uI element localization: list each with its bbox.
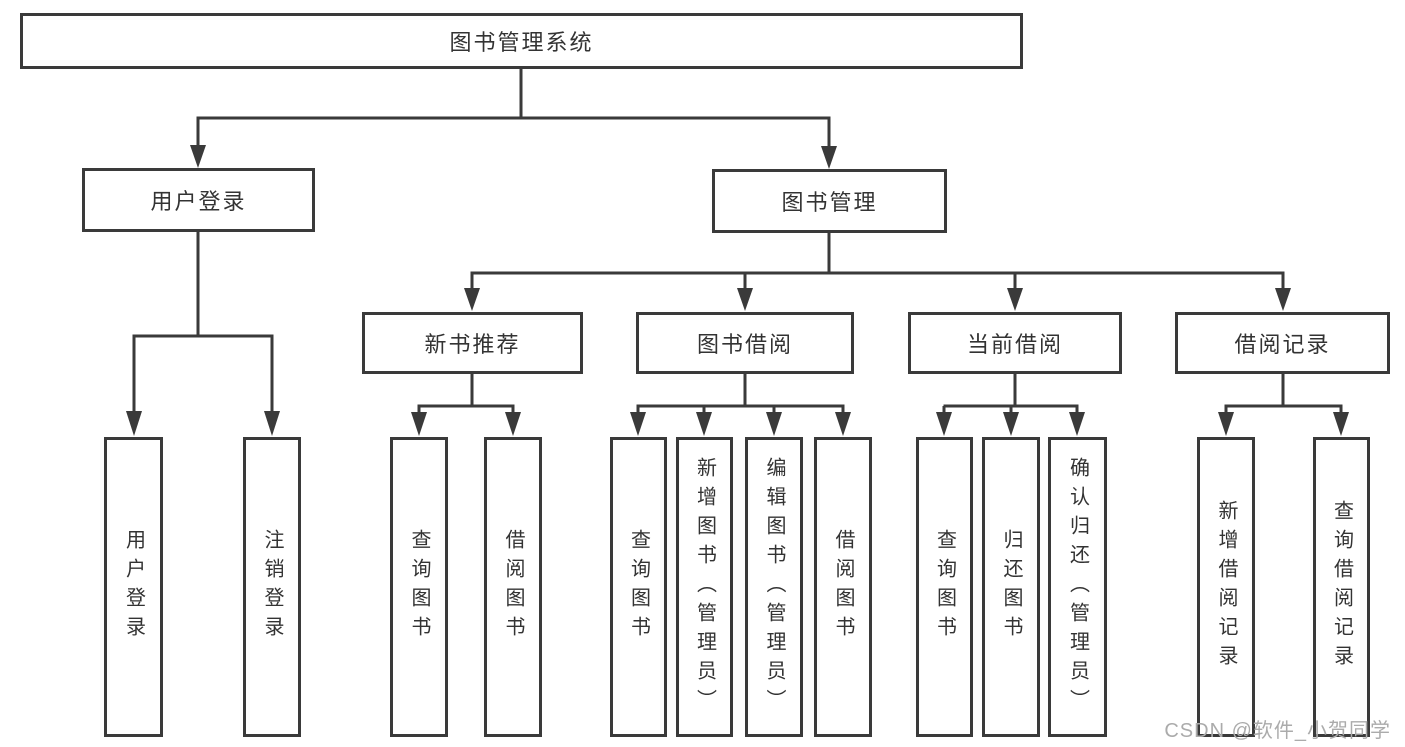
leaf-query-books-borrowing: 查询图书 xyxy=(610,437,667,737)
node-label: 查询图书 xyxy=(408,529,430,645)
node-label: 编辑图书（管理员） xyxy=(763,456,785,718)
leaf-logout: 注销登录 xyxy=(243,437,301,737)
node-label: 查询图书 xyxy=(627,529,650,645)
node-label: 查询借阅记录 xyxy=(1330,500,1353,674)
leaf-query-books-recommend: 查询图书 xyxy=(390,437,448,737)
node-label: 借阅图书 xyxy=(502,529,524,645)
node-label: 新增借阅记录 xyxy=(1215,500,1237,674)
leaf-query-borrow-record: 查询借阅记录 xyxy=(1313,437,1370,737)
node-label: 确认归还（管理员） xyxy=(1066,456,1089,718)
node-label: 用户登录 xyxy=(150,189,247,214)
node-library-system-root: 图书管理系统 xyxy=(20,13,1023,69)
node-label: 借阅记录 xyxy=(1234,332,1331,357)
leaf-user-login: 用户登录 xyxy=(104,437,163,737)
leaf-add-borrow-record: 新增借阅记录 xyxy=(1197,437,1255,737)
node-current-borrowing: 当前借阅 xyxy=(908,312,1122,374)
node-label: 图书管理系统 xyxy=(449,30,594,55)
node-borrow-records: 借阅记录 xyxy=(1175,312,1390,374)
node-label: 借阅图书 xyxy=(832,529,854,645)
leaf-borrow-books: 借阅图书 xyxy=(814,437,872,737)
node-label: 注销登录 xyxy=(261,529,283,645)
node-user-login-group: 用户登录 xyxy=(82,168,315,232)
leaf-add-books-admin: 新增图书（管理员） xyxy=(676,437,733,737)
node-book-borrowing: 图书借阅 xyxy=(636,312,854,374)
node-book-management-group: 图书管理 xyxy=(712,169,947,233)
node-label: 用户登录 xyxy=(122,529,145,645)
leaf-return-books: 归还图书 xyxy=(982,437,1040,737)
node-label: 当前借阅 xyxy=(966,332,1063,357)
node-label: 图书管理 xyxy=(781,190,878,215)
node-label: 归还图书 xyxy=(1000,529,1022,645)
node-label: 新书推荐 xyxy=(424,332,521,357)
leaf-query-books-current: 查询图书 xyxy=(916,437,973,737)
node-label: 图书借阅 xyxy=(696,332,793,357)
node-label: 新增图书（管理员） xyxy=(693,456,716,718)
leaf-edit-books-admin: 编辑图书（管理员） xyxy=(745,437,803,737)
csdn-watermark: CSDN @软件_小贺同学 xyxy=(1164,720,1391,742)
leaf-confirm-return-admin: 确认归还（管理员） xyxy=(1048,437,1107,737)
node-label: 查询图书 xyxy=(933,529,956,645)
node-new-book-recommend: 新书推荐 xyxy=(362,312,583,374)
leaf-borrow-books-recommend: 借阅图书 xyxy=(484,437,542,737)
